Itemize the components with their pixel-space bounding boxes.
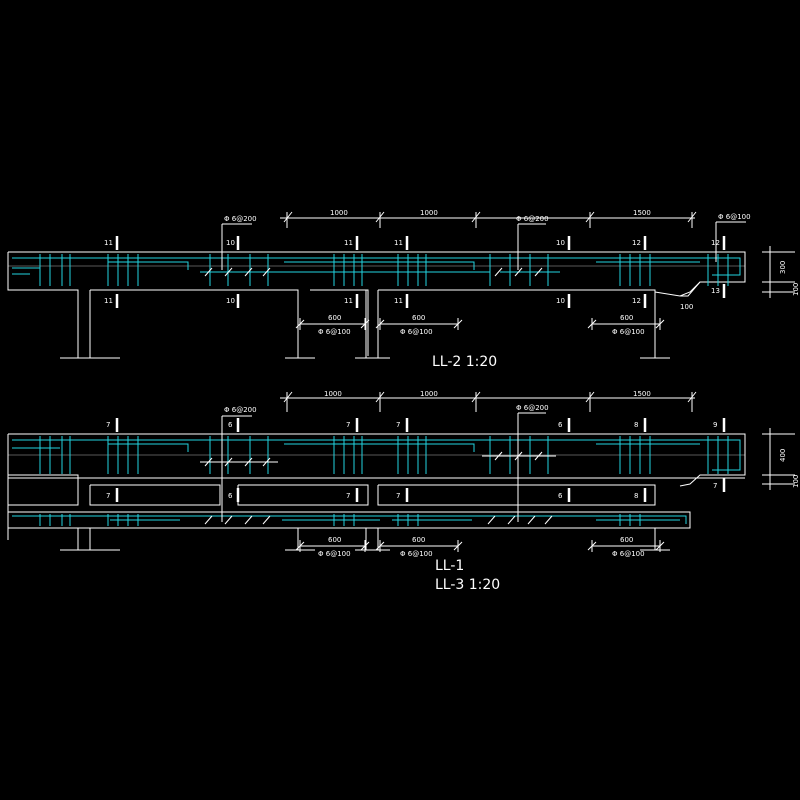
ll2-dim-bot-2: 600: [412, 314, 425, 322]
ll2-sec-top-3: 11: [344, 239, 353, 247]
ll13-sec-top-1: 7: [106, 421, 110, 429]
ll2-dim-top-3: 1500: [633, 209, 651, 217]
ll2-sec-bot-4: 11: [394, 297, 403, 305]
ll2-top-dimensions: 1000 1000 1500: [280, 209, 697, 228]
ll2-callout-top-3: Φ 6@100: [718, 213, 751, 221]
ll13-sec-top-3: 7: [346, 421, 350, 429]
ll13-dim-bot-2: 600: [412, 536, 425, 544]
ll2-callout-top-1: Φ 6@200: [224, 215, 257, 223]
ll13-sec-mid-4: 7: [396, 492, 400, 500]
ll13-callout-bot-2: Φ 6@100: [400, 550, 433, 558]
ll2-dim-haunch: 100: [680, 303, 693, 311]
ll13-sec-top-4: 7: [396, 421, 400, 429]
ll2-column-mid-left: [285, 290, 315, 359]
ll2-sec-top-7: 12: [711, 239, 720, 247]
ll13-dim-top-2: 1000: [420, 390, 438, 398]
ll2-beam-detail: 1000 1000 1500 Φ 6@200 Φ 6@200 Φ 6@100 1…: [7, 209, 800, 370]
ll2-dim-bot-1: 600: [328, 314, 341, 322]
ll13-sec-mid-6: 8: [634, 492, 638, 500]
ll13-sec-top-2: 6: [228, 421, 233, 429]
ll13-dim-bot-3: 600: [620, 536, 633, 544]
ll13-sec-mid-3: 7: [346, 492, 350, 500]
ll13-dim-top-3: 1500: [633, 390, 651, 398]
ll13-sec-mid-7: 7: [713, 482, 717, 490]
ll2-sec-bot-3: 11: [344, 297, 353, 305]
ll13-bottom-dimensions: 600 600 600 Φ 6@100 Φ 6@100 Φ 6@100: [295, 536, 665, 558]
ll13-dim-bot-1: 600: [328, 536, 341, 544]
ll2-sec-bot-1: 11: [104, 297, 113, 305]
ll13-stirrup-callouts-top: Φ 6@200 Φ 6@200: [221, 404, 549, 522]
ll2-sec-top-5: 10: [556, 239, 565, 247]
ll2-dim-side-2: 100: [792, 283, 800, 296]
ll13-callout-bot-3: Φ 6@100: [612, 550, 645, 558]
ll2-sec-top-6: 12: [632, 239, 641, 247]
ll2-column-left: [60, 290, 120, 359]
ll2-dim-bot-3: 600: [620, 314, 633, 322]
ll2-sec-top-4: 11: [394, 239, 403, 247]
ll2-sec-top-1: 11: [104, 239, 113, 247]
ll2-section-marks-bottom: 11 10 11 11 10 12 13: [104, 284, 726, 308]
ll2-haunch: [680, 281, 745, 297]
ll2-sec-bot-7: 13: [711, 287, 720, 295]
ll2-rebar: [12, 254, 741, 286]
ll13-side-dimensions: 400 100: [762, 428, 800, 490]
ll13-section-marks-top: 7 6 7 7 6 8 9: [106, 418, 726, 432]
ll13-top-dimensions: 1000 1000 1500: [280, 390, 697, 412]
ll13-sec-top-6: 8: [634, 421, 638, 429]
ll2-title: LL-2 1:20: [432, 354, 497, 370]
ll2-callout-top-2: Φ 6@200: [516, 215, 549, 223]
ll2-dim-side-1: 300: [779, 261, 787, 274]
ll2-bottom-dimensions: 600 600 600 Φ 6@100 Φ 6@100 Φ 6@100: [295, 314, 665, 336]
ll2-column-mid: [355, 290, 390, 359]
ll13-sec-mid-5: 6: [558, 492, 563, 500]
ll2-callout-bot-3: Φ 6@100: [612, 328, 645, 336]
ll13-dim-side-2: 100: [792, 475, 800, 488]
ll13-sec-mid-2: 6: [228, 492, 233, 500]
ll2-sec-bot-6: 12: [632, 297, 641, 305]
ll2-sec-top-2: 10: [226, 239, 235, 247]
ll2-callout-bot-2: Φ 6@100: [400, 328, 433, 336]
ll13-dim-top-1: 1000: [324, 390, 342, 398]
ll13-beam-detail: 1000 1000 1500 Φ 6@200 Φ 6@200 7 6 7 7 6…: [7, 390, 800, 593]
ll13-callout-top-2: Φ 6@200: [516, 404, 549, 412]
ll2-section-marks-top: 11 10 11 11 10 12 12: [104, 236, 726, 250]
ll13-callout-bot-1: Φ 6@100: [318, 550, 351, 558]
ll13-sec-top-7: 9: [713, 421, 717, 429]
ll13-sec-top-5: 6: [558, 421, 563, 429]
ll13-rebar: [12, 436, 741, 526]
ll2-sec-bot-2: 10: [226, 297, 235, 305]
ll2-side-dimensions: 300 100 100: [680, 246, 800, 311]
ll1-title: LL-1: [435, 558, 464, 574]
ll2-sec-bot-5: 10: [556, 297, 565, 305]
ll13-dim-side-1: 400: [779, 449, 787, 462]
ll2-dim-top-1: 1000: [330, 209, 348, 217]
ll13-section-marks-mid: 7 6 7 7 6 8 7: [106, 478, 726, 502]
ll13-callout-top-1: Φ 6@200: [224, 406, 257, 414]
ll13-sec-mid-1: 7: [106, 492, 110, 500]
ll2-stirrup-callouts-top: Φ 6@200 Φ 6@200 Φ 6@100: [221, 213, 751, 270]
ll2-dim-top-2: 1000: [420, 209, 438, 217]
ll2-callout-bot-1: Φ 6@100: [318, 328, 351, 336]
ll3-title: LL-3 1:20: [435, 577, 500, 593]
